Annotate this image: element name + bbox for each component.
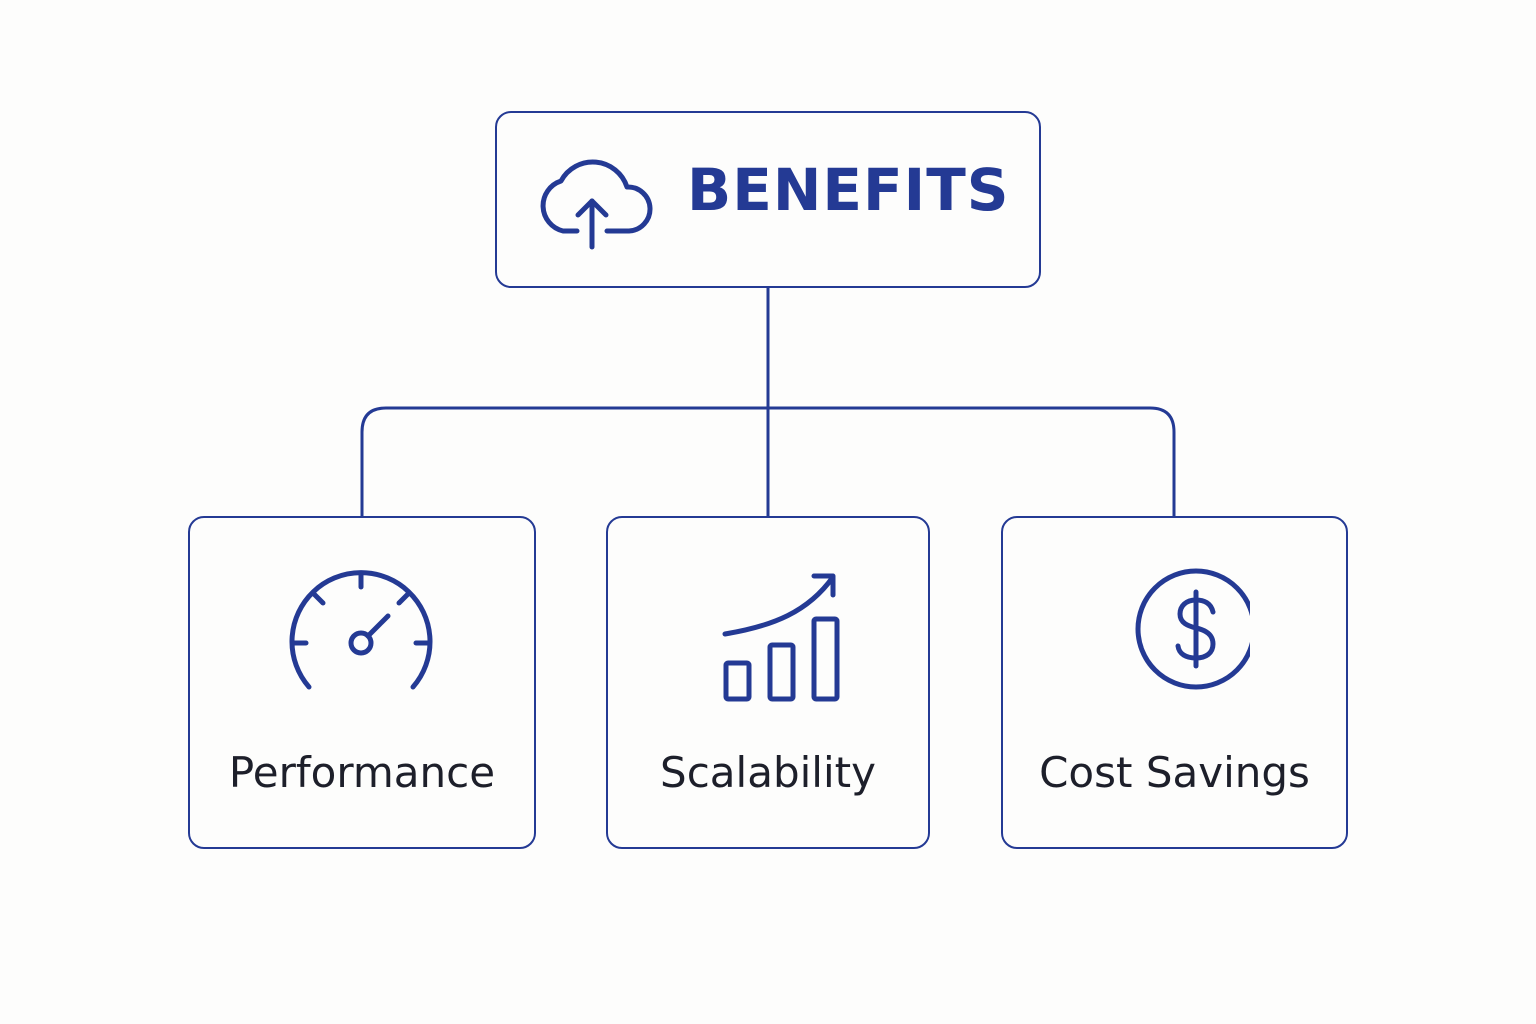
dollar-circle-icon (1135, 568, 1250, 690)
cost-savings-node: Cost Savings (1001, 516, 1348, 849)
speedometer-icon (289, 570, 433, 690)
benefits-title: BENEFITS (687, 156, 1010, 224)
cost-savings-label: Cost Savings (1039, 748, 1310, 797)
scalability-label: Scalability (660, 748, 876, 797)
growth-chart-icon (722, 573, 840, 702)
benefits-root-node: BENEFITS (495, 111, 1041, 288)
connector-branch (360, 406, 1176, 518)
performance-node: Performance (188, 516, 536, 849)
cloud-upload-icon (540, 159, 653, 250)
performance-label: Performance (228, 748, 496, 797)
scalability-node: Scalability (606, 516, 930, 849)
